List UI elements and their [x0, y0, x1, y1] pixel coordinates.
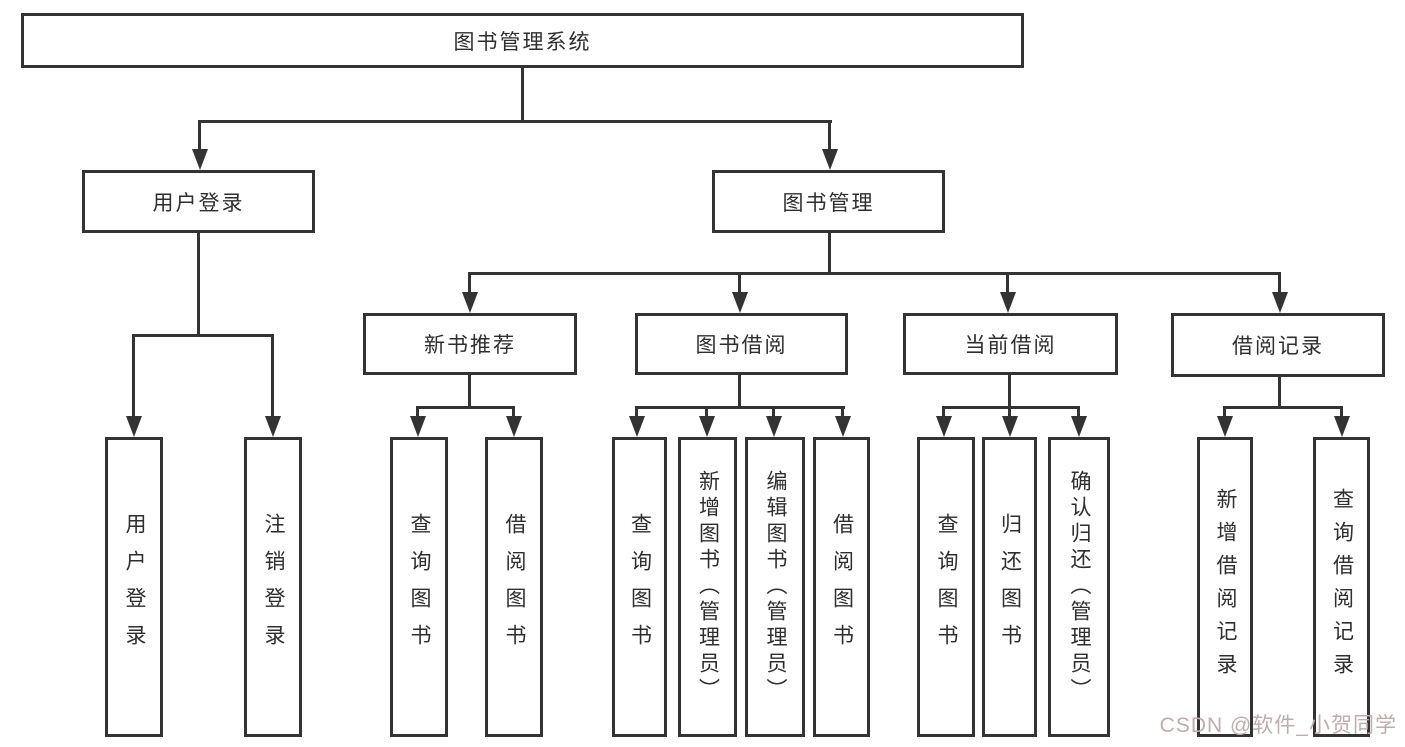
connector-line [468, 375, 471, 409]
leaf-label: 查询图书 [935, 513, 958, 661]
connector-line [828, 233, 831, 275]
node-label: 图书借阅 [695, 334, 788, 357]
leaf-label: 编辑图书（管理员） [764, 470, 787, 704]
arrowhead-down-icon [1002, 416, 1018, 437]
leaf-add-books-admin: 新增图书（管理员） [678, 437, 737, 737]
connector-line [416, 406, 419, 418]
arrowhead-down-icon [822, 149, 838, 170]
connector-line [512, 406, 515, 418]
arrowhead-down-icon [1071, 416, 1087, 437]
arrowhead-down-icon [126, 416, 142, 437]
leaf-label: 新增图书（管理员） [696, 470, 720, 704]
connector-line [468, 272, 1281, 275]
arrowhead-down-icon [1217, 416, 1233, 437]
arrowhead-down-icon [1272, 292, 1288, 313]
leaf-label: 注销登录 [262, 513, 285, 661]
arrowhead-down-icon [265, 416, 281, 437]
connector-line [942, 406, 945, 418]
arrowhead-down-icon [1000, 292, 1016, 313]
node-user-login-group: 用户登录 [82, 170, 315, 233]
connector-line [635, 406, 845, 409]
node-library-management-system: 图书管理系统 [21, 13, 1024, 68]
node-label: 新书推荐 [424, 334, 516, 357]
arrowhead-down-icon [699, 416, 715, 437]
connector-line [942, 406, 1080, 409]
connector-line [1278, 272, 1281, 294]
connector-line [198, 120, 832, 123]
leaf-label: 新增借阅记录 [1214, 488, 1237, 686]
arrowhead-down-icon [835, 416, 851, 437]
connector-line [1008, 406, 1011, 418]
arrowhead-down-icon [410, 416, 426, 437]
leaf-edit-books-admin: 编辑图书（管理员） [745, 437, 805, 737]
arrowhead-down-icon [629, 416, 645, 437]
connector-line [635, 406, 638, 418]
leaf-label: 借阅图书 [830, 513, 854, 661]
leaf-label: 查询图书 [628, 513, 652, 661]
connector-line [828, 120, 831, 152]
connector-line [841, 406, 844, 418]
connector-line [772, 406, 775, 418]
connector-line [738, 272, 741, 294]
connector-line [132, 334, 135, 418]
node-new-book-recommend: 新书推荐 [363, 313, 577, 375]
arrowhead-down-icon [732, 292, 748, 313]
leaf-query-borrow-record: 查询借阅记录 [1313, 437, 1370, 737]
connector-line [738, 375, 741, 409]
leaf-label: 归还图书 [998, 513, 1022, 661]
leaf-label: 借阅图书 [503, 513, 526, 661]
leaf-query-books-recommend: 查询图书 [390, 437, 448, 737]
leaf-label: 查询借阅记录 [1330, 488, 1354, 686]
connector-line [705, 406, 708, 418]
leaf-return-books: 归还图书 [982, 437, 1037, 737]
arrowhead-down-icon [462, 292, 478, 313]
arrowhead-down-icon [766, 416, 782, 437]
connector-line [198, 120, 201, 152]
arrowhead-down-icon [192, 149, 208, 170]
leaf-user-login: 用户登录 [105, 437, 163, 737]
node-label: 当前借阅 [964, 334, 1057, 357]
arrowhead-down-icon [1334, 416, 1350, 437]
node-label: 图书管理系统 [453, 30, 592, 54]
connector-line [521, 68, 524, 123]
leaf-borrow-books: 借阅图书 [813, 437, 870, 737]
node-label: 借阅记录 [1232, 335, 1324, 358]
connector-line [1278, 377, 1281, 409]
connector-line [1006, 272, 1009, 294]
leaf-add-borrow-record: 新增借阅记录 [1197, 437, 1253, 737]
connector-line [1077, 406, 1080, 418]
leaf-logout: 注销登录 [244, 437, 302, 737]
leaf-label: 确认归还（管理员） [1068, 470, 1091, 704]
leaf-confirm-return-admin: 确认归还（管理员） [1048, 437, 1110, 737]
node-label: 用户登录 [152, 191, 245, 215]
node-book-borrowing: 图书借阅 [635, 313, 848, 375]
node-label: 图书管理 [782, 191, 875, 215]
arrowhead-down-icon [506, 416, 522, 437]
arrowhead-down-icon [936, 416, 952, 437]
connector-line [1008, 375, 1011, 409]
connector-line [416, 406, 515, 409]
connector-line [468, 272, 471, 294]
connector-line [1223, 406, 1226, 418]
leaf-query-books-borrowing: 查询图书 [612, 437, 667, 737]
connector-line [132, 334, 274, 337]
leaf-borrow-books-recommend: 借阅图书 [485, 437, 543, 737]
leaf-label: 用户登录 [123, 513, 146, 661]
node-book-management: 图书管理 [712, 170, 945, 233]
connector-line [271, 334, 274, 418]
leaf-label: 查询图书 [408, 513, 431, 661]
connector-line [1223, 406, 1343, 409]
leaf-query-books-current: 查询图书 [917, 437, 975, 737]
node-borrow-records: 借阅记录 [1171, 313, 1385, 377]
connector-line [197, 233, 200, 337]
node-current-borrowing: 当前借阅 [903, 313, 1118, 375]
csdn-watermark: CSDN @软件_小贺同学 [1159, 714, 1397, 737]
connector-line [1340, 406, 1343, 418]
